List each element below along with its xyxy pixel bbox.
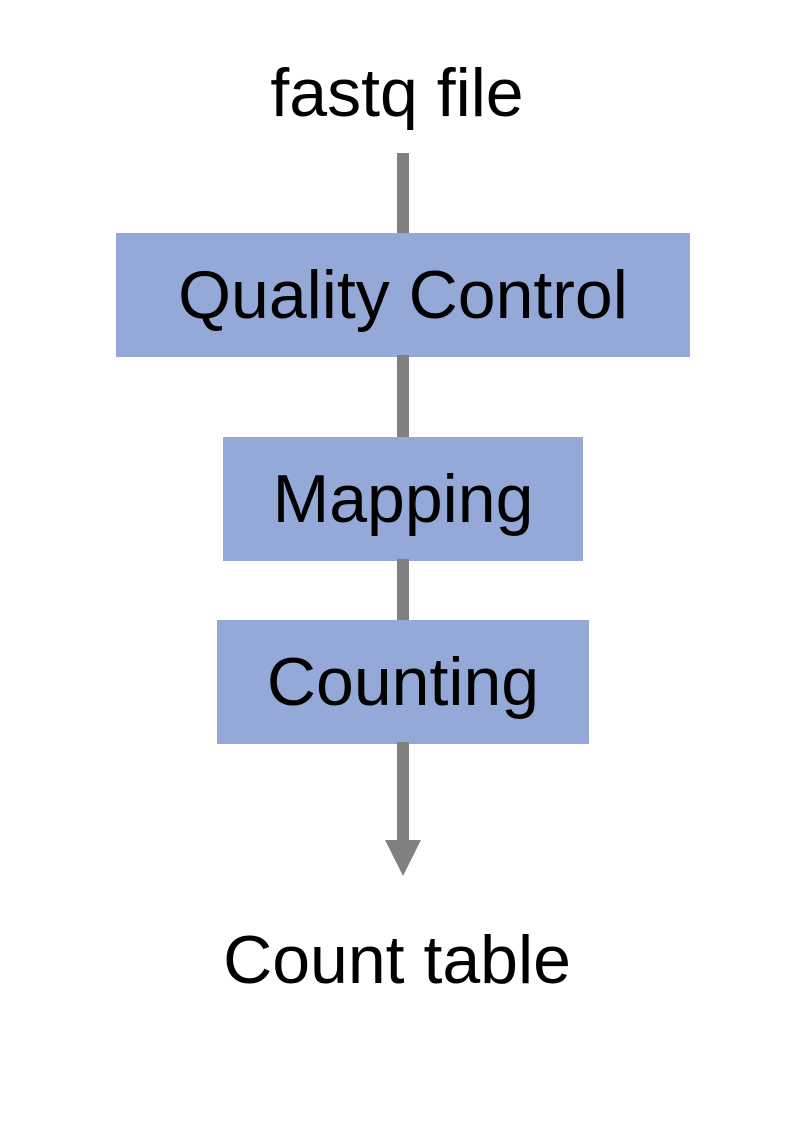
step-quality-control: Quality Control: [116, 233, 690, 357]
step-label: Counting: [266, 644, 540, 720]
connector-input-to-qc: [397, 153, 409, 235]
connector-mapping-to-counting: [397, 559, 409, 622]
step-counting: Counting: [217, 620, 589, 744]
arrow-head-icon: [385, 840, 421, 876]
connector-counting-to-output: [397, 742, 409, 842]
step-mapping: Mapping: [223, 437, 583, 561]
input-label: fastq file: [270, 55, 524, 131]
output-label: Count table: [223, 922, 571, 998]
step-label: Quality Control: [178, 257, 628, 333]
step-label: Mapping: [272, 461, 534, 537]
connector-qc-to-mapping: [397, 355, 409, 439]
